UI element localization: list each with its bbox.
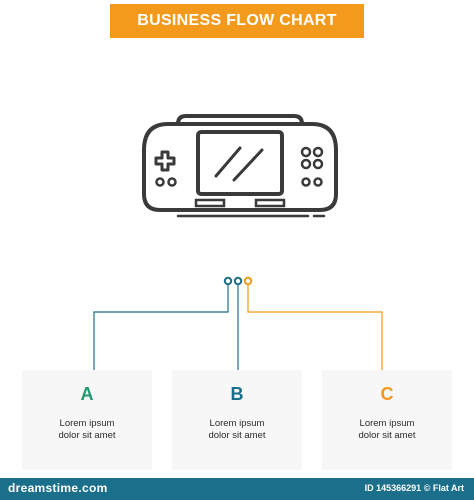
right-small-button-1	[301, 177, 311, 187]
watermark-text: dreamstime.com	[8, 481, 108, 495]
left-small-button-2	[167, 177, 177, 187]
dpad-icon	[154, 150, 176, 172]
action-button-4	[312, 158, 324, 170]
step-text-c: Lorem ipsum dolor sit amet	[322, 418, 452, 442]
step-text-c-line1: Lorem ipsum	[359, 418, 415, 429]
chart-title: BUSINESS FLOW CHART	[137, 12, 337, 29]
action-button-3	[300, 158, 312, 170]
connector-dot-a	[223, 276, 233, 286]
action-button-1	[300, 146, 312, 158]
step-text-a: Lorem ipsum dolor sit amet	[22, 418, 152, 442]
step-card-c: C Lorem ipsum dolor sit amet	[322, 370, 452, 470]
left-small-button-1	[155, 177, 165, 187]
step-card-a: A Lorem ipsum dolor sit amet	[22, 370, 152, 470]
right-small-button-2	[313, 177, 323, 187]
title-banner: BUSINESS FLOW CHART	[110, 4, 364, 38]
step-letter-b: B	[230, 384, 244, 404]
connector-dot-c	[243, 276, 253, 286]
step-text-a-line2: dolor sit amet	[58, 430, 116, 441]
image-credit: ID 145366291 © Flat Art	[364, 483, 464, 493]
step-text-a-line1: Lorem ipsum	[59, 418, 115, 429]
console-screen	[196, 130, 284, 196]
bottom-slot-right	[254, 198, 286, 208]
connector-line-a	[93, 284, 229, 370]
screen-glare-1	[214, 146, 242, 178]
connector-line-c	[247, 284, 383, 370]
console-top-bumper	[176, 114, 304, 125]
step-letter-a: A	[80, 384, 94, 404]
flow-connectors	[93, 276, 383, 370]
step-letter-c: C	[380, 384, 394, 404]
console-body	[142, 122, 338, 212]
step-text-b-line2: dolor sit amet	[208, 430, 266, 441]
step-text-b: Lorem ipsum dolor sit amet	[172, 418, 302, 442]
step-text-b-line1: Lorem ipsum	[209, 418, 265, 429]
handheld-game-console-icon	[142, 114, 338, 218]
footer-bar: dreamstime.com ID 145366291 © Flat Art	[0, 478, 474, 500]
step-text-c-line2: dolor sit amet	[358, 430, 416, 441]
screen-glare-2	[232, 148, 264, 182]
step-card-b: B Lorem ipsum dolor sit amet	[172, 370, 302, 470]
bottom-slot-left	[194, 198, 226, 208]
connector-dot-b	[233, 276, 243, 286]
action-button-2	[312, 146, 324, 158]
